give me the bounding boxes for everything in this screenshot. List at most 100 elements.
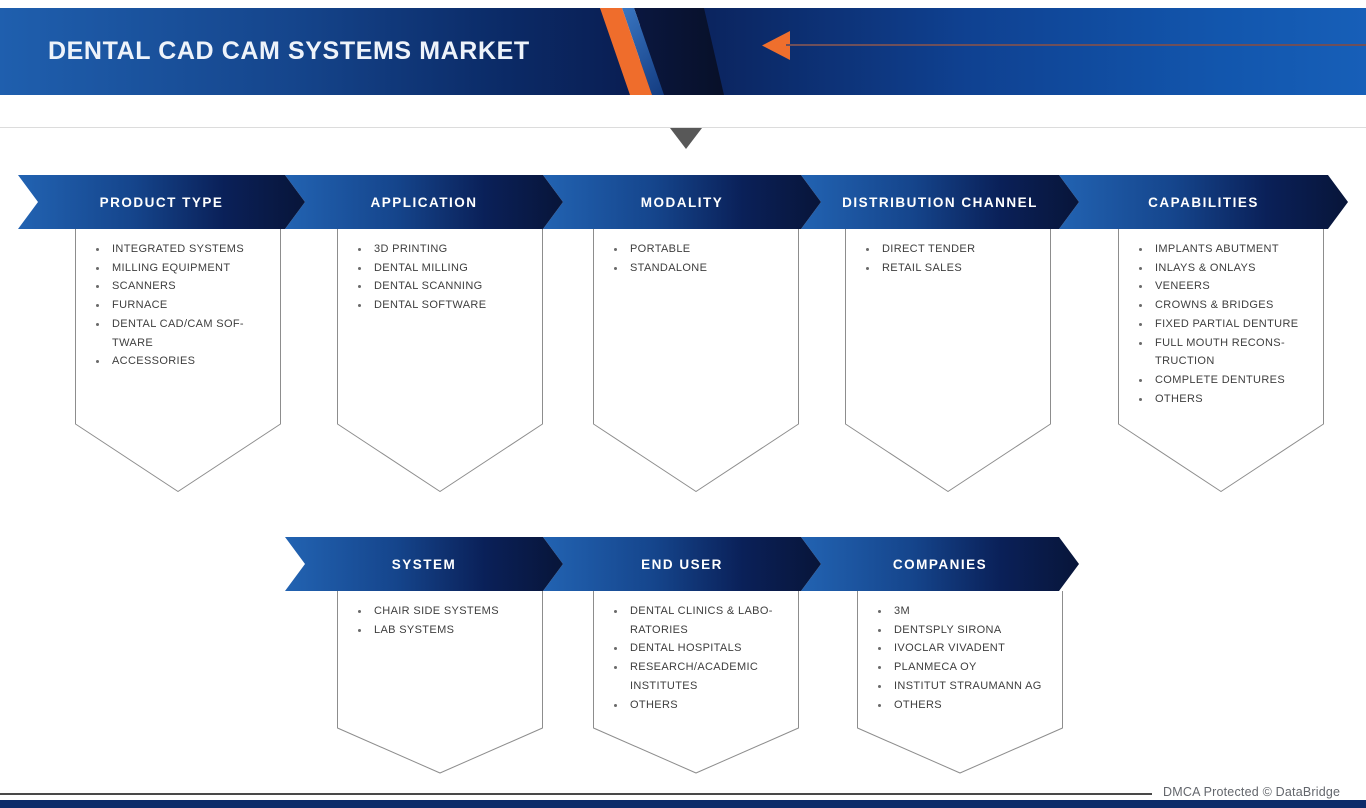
bullet-dot	[1139, 266, 1142, 270]
list-item: FULL MOUTH RECONS- TRUCTION	[1139, 334, 1320, 371]
list-item: DENTAL CLINICS & LABO- RATORIES	[614, 602, 795, 639]
segment-banner-distribution-channel: DISTRIBUTION CHANNEL	[801, 175, 1079, 229]
list-item-text: ACCESSORIES	[112, 355, 196, 368]
segment-box-outline	[593, 591, 799, 774]
header-right-banner	[640, 8, 1366, 95]
list-item: RESEARCH/ACADEMIC INSTITUTES	[614, 658, 795, 695]
list-item: DENTAL CAD/CAM SOF- TWARE	[96, 315, 277, 352]
segment-list-capabilities: IMPLANTS ABUTMENT INLAYS & ONLAYS VENEERS C…	[1118, 229, 1324, 408]
bullet-dot	[358, 248, 361, 251]
list-item-text: CHAIR SIDE SYSTEMS	[374, 605, 499, 617]
bullet-dot	[866, 248, 869, 251]
list-item: SCANNERS	[96, 277, 277, 296]
list-item-text: FULL MOUTH RECONS- TRUCTION	[1155, 336, 1285, 368]
list-item-text: OTHERS	[894, 698, 942, 711]
segment-box-outline	[337, 591, 543, 774]
list-item-text: INTEGRATED SYSTEMS	[112, 243, 244, 255]
bullet-dot	[614, 647, 617, 651]
bullet-dot	[878, 684, 881, 688]
list-item-text: LAB SYSTEMS	[374, 623, 455, 636]
list-item-text: 3M	[894, 605, 910, 617]
list-item: DENTAL MILLING	[358, 259, 539, 278]
segment-box	[845, 229, 1051, 493]
list-item-text: DIRECT TENDER	[882, 243, 976, 255]
bullet-dot	[96, 360, 99, 364]
bullet-dot	[614, 610, 617, 613]
list-item-text: DENTAL HOSPITALS	[630, 642, 742, 655]
segment-list-system: CHAIR SIDE SYSTEMS LAB SYSTEMS	[337, 591, 543, 639]
bullet-dot	[1139, 341, 1142, 345]
list-item-text: IVOCLAR VIVADENT	[894, 642, 1006, 655]
list-item: CROWNS & BRIDGES	[1139, 296, 1320, 315]
list-item-text: FIXED PARTIAL DENTURE	[1155, 317, 1299, 330]
bullet-dot	[878, 703, 881, 707]
segment-list-distribution-channel: DIRECT TENDER RETAIL SALES	[845, 229, 1051, 277]
segment-banner-label: COMPANIES	[892, 556, 988, 572]
segment-box	[593, 591, 799, 775]
list-item-text: MILLING EQUIPMENT	[112, 261, 231, 274]
list-item: DIRECT TENDER	[866, 240, 1047, 259]
list-item: LAB SYSTEMS	[358, 621, 539, 640]
list-item-text: DENTAL CLINICS & LABO- RATORIES	[630, 605, 773, 636]
list-item-text: FURNACE	[112, 299, 168, 312]
arrow-shaft-line	[786, 44, 1366, 46]
list-item-text: OTHERS	[630, 698, 678, 711]
bullet-dot	[866, 266, 869, 270]
segment-banner-label: SYSTEM	[391, 556, 457, 572]
list-item: RETAIL SALES	[866, 259, 1047, 278]
bullet-dot	[614, 703, 617, 707]
list-item: DENTAL HOSPITALS	[614, 639, 795, 658]
list-item: STANDALONE	[614, 259, 795, 278]
bullet-dot	[358, 304, 361, 308]
dmca-notice: DMCA Protected © DataBridge	[1163, 785, 1341, 799]
list-item-text: DENTAL CAD/CAM SOF- TWARE	[112, 317, 244, 349]
bullet-dot	[1139, 378, 1142, 382]
bullet-dot	[1139, 397, 1142, 401]
segment-box	[337, 591, 543, 775]
list-item: FIXED PARTIAL DENTURE	[1139, 315, 1320, 334]
bullet-dot	[358, 266, 361, 270]
list-item: IMPLANTS ABUTMENT	[1139, 240, 1320, 259]
segment-list-modality: PORTABLE STANDALONE	[593, 229, 799, 277]
segment-banner-end-user: END USER	[543, 537, 821, 591]
list-item: INLAYS & ONLAYS	[1139, 259, 1320, 278]
list-item: PLANMECA OY	[878, 658, 1059, 677]
segment-banner-label: CAPABILITIES	[1148, 194, 1259, 210]
list-item-text: DENTAL MILLING	[374, 261, 469, 274]
list-item-text: IMPLANTS ABUTMENT	[1155, 243, 1279, 255]
list-item: VENEERS	[1139, 277, 1320, 296]
list-item-text: VENEERS	[1155, 280, 1211, 293]
bullet-dot	[358, 285, 361, 289]
segment-box	[75, 229, 281, 493]
list-item: FURNACE	[96, 296, 277, 315]
list-item: INTEGRATED SYSTEMS	[96, 240, 277, 259]
segment-banner-label: DISTRIBUTION CHANNEL	[842, 194, 1038, 210]
list-item: DENTSPLY SIRONA	[878, 621, 1059, 640]
list-item-text: RESEARCH/ACADEMIC INSTITUTES	[630, 661, 759, 692]
list-item-text: COMPLETE DENTURES	[1155, 373, 1286, 386]
bullet-dot	[614, 248, 617, 251]
list-item-text: DENTAL SCANNING	[374, 280, 483, 293]
bullet-dot	[358, 610, 361, 613]
bullet-dot	[358, 628, 361, 632]
list-item-text: STANDALONE	[630, 261, 708, 274]
list-item-text: RETAIL SALES	[882, 261, 963, 274]
segment-list-product-type: INTEGRATED SYSTEMS MILLING EQUIPMENT SCANN…	[75, 229, 281, 371]
list-item: OTHERS	[878, 696, 1059, 715]
segment-box-outline	[857, 591, 1063, 774]
list-item: CHAIR SIDE SYSTEMS	[358, 602, 539, 621]
segment-banner-label: MODALITY	[640, 194, 724, 210]
segment-box-outline	[1118, 229, 1324, 492]
segment-box-outline	[337, 229, 543, 492]
bullet-dot	[878, 666, 881, 670]
segment-box-outline	[75, 229, 281, 492]
list-item: COMPLETE DENTURES	[1139, 371, 1320, 390]
segment-box	[337, 229, 543, 493]
page-title: DENTAL CAD CAM SYSTEMS MARKET	[48, 37, 530, 65]
list-item-text: SCANNERS	[112, 280, 176, 293]
segment-banner-application: APPLICATION	[285, 175, 563, 229]
list-item: PORTABLE	[614, 240, 795, 259]
segment-box	[857, 591, 1063, 775]
